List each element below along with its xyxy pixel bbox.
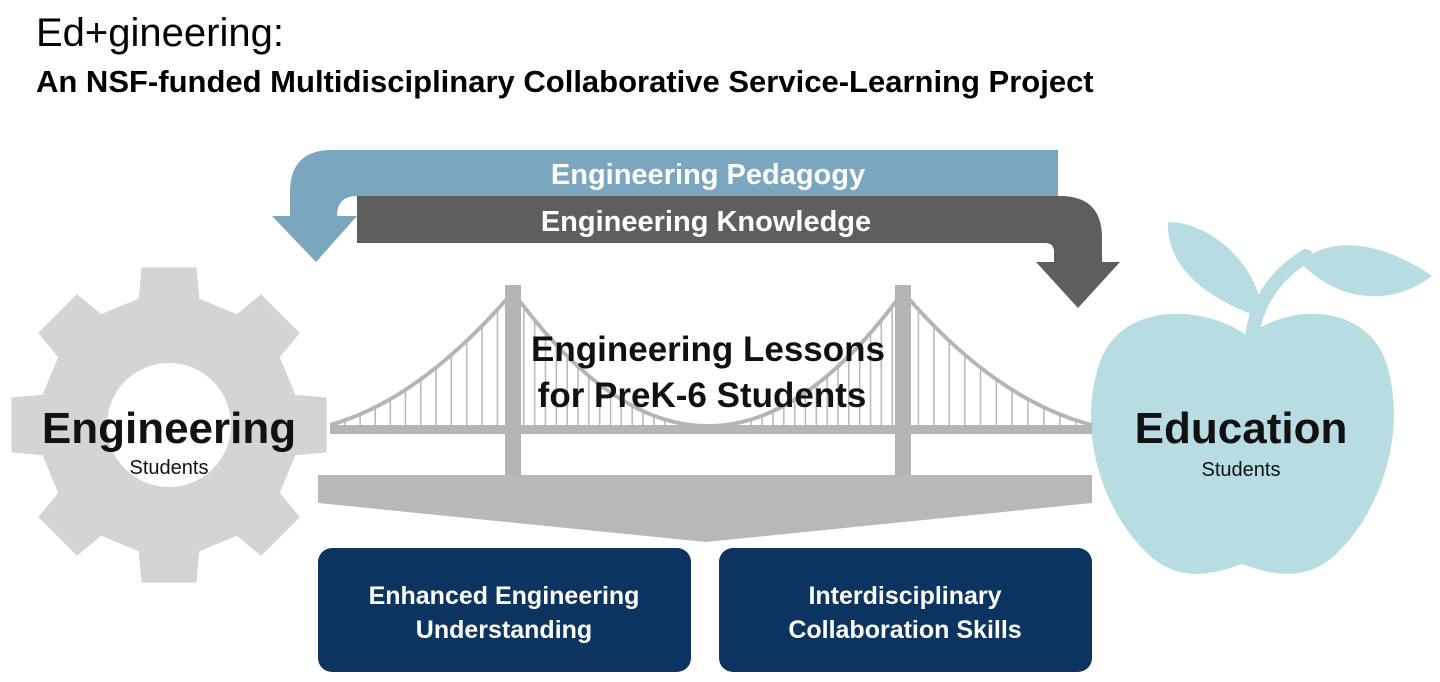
engineering-sublabel: Students xyxy=(130,457,209,479)
pedagogy-arrow xyxy=(272,150,1058,262)
knowledge-arrow-label: Engineering Knowledge xyxy=(541,206,871,238)
bridge-main-cable xyxy=(901,290,1093,427)
bridge-label-line1: Engineering Lessons xyxy=(531,330,885,369)
knowledge-arrow xyxy=(357,196,1120,308)
gear-icon xyxy=(11,267,327,583)
outcome-box-engineering-understanding xyxy=(318,548,691,672)
bridge-tower-left xyxy=(505,285,521,475)
main-title: Ed+gineering: xyxy=(36,11,284,55)
pedagogy-arrow-label: Engineering Pedagogy xyxy=(551,159,865,191)
outcome-box-2-line1: Interdisciplinary xyxy=(808,582,1001,610)
apple-icon xyxy=(1090,222,1432,574)
bridge-main-cable xyxy=(329,290,515,427)
apple-leaf-left xyxy=(1167,222,1262,318)
outcome-box-1-line1: Enhanced Engineering xyxy=(369,582,640,610)
bridge-tower-right xyxy=(895,285,911,475)
apple-leaf-right xyxy=(1300,245,1432,297)
outcome-box-1-line2: Understanding xyxy=(416,616,592,644)
outcome-chevron xyxy=(318,475,1092,542)
outcome-box-collaboration-skills xyxy=(719,548,1092,672)
outcome-box-2-line2: Collaboration Skills xyxy=(788,616,1021,644)
gear-shape xyxy=(11,267,327,583)
education-sublabel: Students xyxy=(1202,459,1281,481)
engineering-label: Engineering xyxy=(42,404,296,453)
bridge-label-line2: for PreK-6 Students xyxy=(538,376,867,415)
apple-stem xyxy=(1245,249,1313,347)
education-label: Education xyxy=(1135,404,1348,453)
apple-body xyxy=(1090,313,1394,574)
bridge-cables xyxy=(344,306,1077,426)
subtitle: An NSF-funded Multidisciplinary Collabor… xyxy=(36,64,1094,99)
suspension-bridge-icon xyxy=(329,285,1093,475)
bridge-deck xyxy=(330,425,1092,434)
